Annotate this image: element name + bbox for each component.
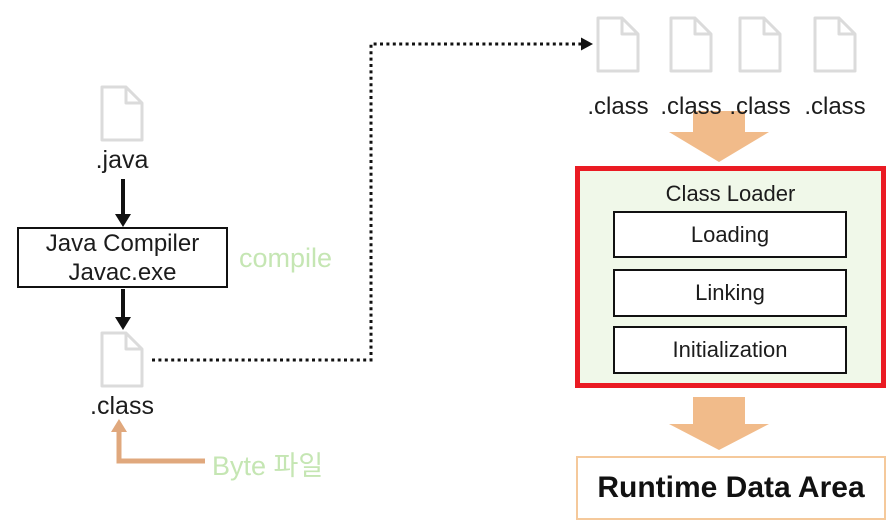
stage-linking-box: Linking [613, 269, 847, 317]
classfile-unit-4: .class [804, 15, 866, 120]
classfile-2-label: .class [660, 93, 722, 120]
classfile-unit-1: .class [587, 15, 649, 120]
java-file-icon [100, 85, 144, 142]
runtime-data-area-box: Runtime Data Area [576, 456, 886, 520]
class-file-icon [100, 331, 144, 388]
classfile-1-icon [596, 16, 640, 73]
compiler-line1: Java Compiler [45, 229, 200, 257]
compiler-box: Java Compiler Javac.exe [17, 227, 228, 288]
block-arrow-to-runtime-icon [669, 397, 769, 450]
class-file-label: .class [90, 392, 154, 420]
classfile-2-icon [669, 16, 713, 73]
classfile-1-label: .class [587, 93, 649, 120]
classfile-unit-3: .class [729, 15, 791, 120]
classfile-3-icon [738, 16, 782, 73]
class-loader-title: Class Loader [665, 181, 796, 206]
classfile-4-icon [813, 16, 857, 73]
classfile-unit-2: .class [660, 15, 722, 120]
byte-file-label: Byte 파일 [212, 451, 324, 481]
dotted-arrow-class-to-classfiles-icon [152, 37, 593, 362]
java-file-label: .java [95, 146, 149, 174]
compiler-line2: Javac.exe [68, 258, 177, 286]
class-loader-box: Class Loader Loading Linking Initializat… [575, 166, 886, 388]
byte-file-arrow-icon [111, 419, 205, 464]
block-arrow-to-classloader-icon [669, 111, 769, 162]
classfile-3-label: .class [729, 93, 791, 120]
arrow-java-to-compiler-icon [115, 179, 131, 227]
stage-initialization-box: Initialization [613, 326, 847, 374]
classfile-4-label: .class [804, 93, 866, 120]
arrow-compiler-to-class-icon [115, 289, 131, 330]
runtime-data-area-label: Runtime Data Area [597, 471, 865, 504]
stage-loading-box: Loading [613, 211, 847, 258]
compile-label: compile [239, 243, 333, 273]
